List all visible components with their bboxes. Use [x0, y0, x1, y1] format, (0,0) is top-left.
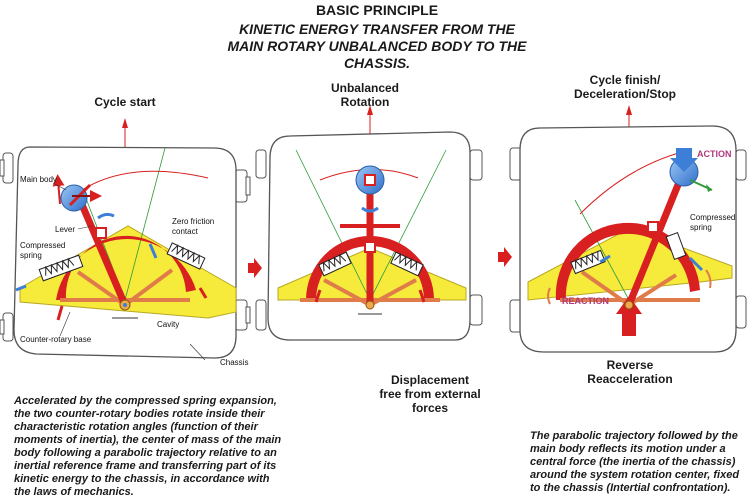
paragraph-left-line: Accelerated by the compressed spring exp…: [14, 395, 277, 407]
panel-cycle-start: Main body Lever Zero friction contact Co…: [0, 146, 251, 367]
panel-unbalanced-rotation: [255, 131, 483, 341]
transition-arrow-2: [498, 247, 512, 267]
label-compressed-spring-right-1: Compressed: [690, 213, 735, 222]
stage-finish-line-1: Cycle finish/: [589, 73, 661, 87]
caption-reverse: Reverse Reacceleration: [565, 358, 695, 386]
paragraph-right-line: The parabolic trajectory followed by the: [530, 430, 738, 442]
paragraph-left-line: body following a parabolic trajectory re…: [14, 447, 277, 459]
paragraph-left-line: the laws of mechanics.: [14, 486, 134, 498]
stage-middle-line-2: Rotation: [340, 95, 390, 109]
label-zero-friction-1: Zero friction: [172, 217, 214, 226]
label-cavity: Cavity: [157, 320, 179, 329]
stage-title-middle: Unbalanced Rotation: [300, 81, 430, 109]
paragraph-right: The parabolic trajectory followed by the…: [530, 430, 752, 495]
paragraph-left-line: the two counter-rotary bodies rotate ins…: [14, 408, 265, 420]
counter-rotary-base: [19, 225, 237, 319]
caption-reverse-line-1: Reverse: [606, 358, 654, 372]
main-body: [60, 184, 88, 212]
stage-title-finish: Cycle finish/ Deceleration/Stop: [550, 73, 700, 101]
caption-displacement: Displacement free from external forces: [360, 373, 500, 415]
label-chassis: Chassis: [220, 358, 248, 367]
paragraph-left-line: moments of inertia), the center of mass …: [14, 434, 282, 446]
label-compressed-spring-right-2: spring: [690, 223, 712, 232]
paragraph-left-line: characteristic rotation angles (function…: [14, 421, 258, 433]
subtitle-line-1: KINETIC ENERGY TRANSFER FROM THE: [239, 21, 515, 37]
subtitle-line-2: MAIN ROTARY UNBALANCED BODY TO THE: [227, 38, 527, 54]
transition-arrow-1: [248, 258, 262, 278]
label-action: ACTION: [697, 149, 732, 159]
page-title: BASIC PRINCIPLE: [315, 2, 439, 18]
paragraph-right-line: around the system rotation center, fixed: [530, 469, 740, 481]
caption-displacement-line-1: Displacement: [390, 373, 470, 387]
paragraph-left-line: kinetic energy to the chassis, in accord…: [14, 473, 270, 485]
label-main-body: Main body: [20, 175, 57, 184]
paragraph-right-line: central force (the inertia of the chassi…: [530, 456, 736, 468]
lever: [76, 198, 129, 307]
label-reaction: REACTION: [562, 296, 609, 306]
page-subtitle: KINETIC ENERGY TRANSFER FROM THE MAIN RO…: [0, 21, 754, 72]
panel-cycle-finish: ACTION REACTION Compressed spring: [509, 125, 747, 353]
paragraph-right-line: to the chassis (Intertial confrontation)…: [530, 482, 731, 494]
stage-title-start: Cycle start: [94, 95, 156, 109]
label-compressed-spring-2: spring: [20, 251, 42, 260]
label-counter-rotary-base: Counter-rotary base: [20, 335, 92, 344]
paragraph-left-line: inertial reference frame and transferrin…: [14, 460, 277, 472]
reaction-arrow: [616, 296, 642, 336]
label-lever: Lever: [55, 225, 75, 234]
stage-finish-line-2: Deceleration/Stop: [573, 87, 677, 101]
action-arrow: [670, 148, 698, 172]
paragraph-right-line: main body reflects its motion under a: [530, 443, 726, 455]
label-compressed-spring-1: Compressed: [20, 241, 65, 250]
label-zero-friction-2: contact: [172, 227, 199, 236]
paragraph-left: Accelerated by the compressed spring exp…: [14, 395, 344, 499]
caption-displacement-line-2: free from external forces: [379, 387, 481, 415]
subtitle-line-3: CHASSIS.: [343, 55, 411, 71]
caption-reverse-line-2: Reacceleration: [587, 372, 673, 386]
stage-middle-line-1: Unbalanced: [330, 81, 399, 95]
